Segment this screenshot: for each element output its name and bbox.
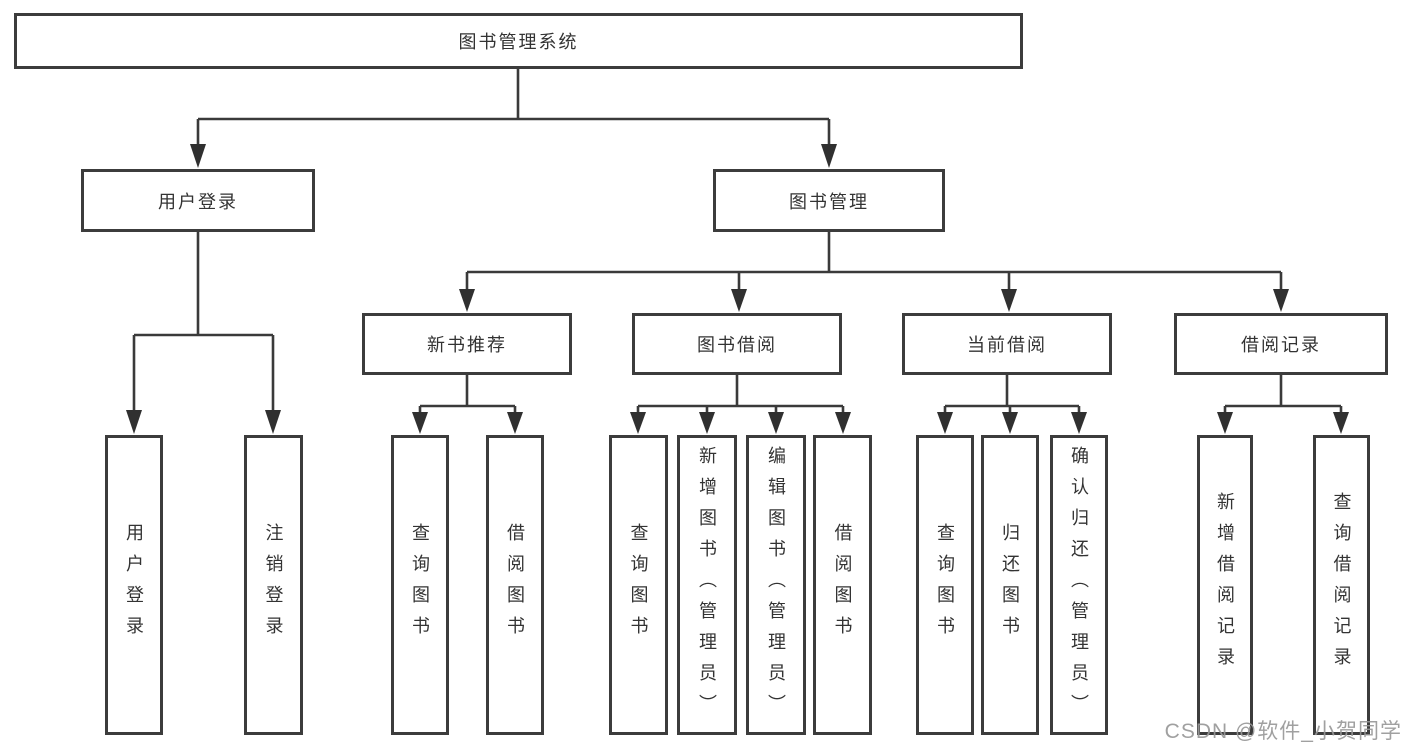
leaf-borrow-books: 借阅图书 (813, 435, 872, 735)
leaf-logout: 注销登录 (244, 435, 303, 735)
node-label: 图书管理 (789, 191, 869, 212)
arrowheads (126, 144, 1349, 434)
leaf-label: 查询图书 (935, 523, 955, 647)
leaf-label: 确认归还（管理员） (1069, 445, 1089, 725)
leaf-query-borrow-record: 查询借阅记录 (1313, 435, 1370, 735)
leaf-label: 查询图书 (628, 523, 649, 647)
leaf-return-books: 归还图书 (981, 435, 1039, 735)
node-label: 图书借阅 (697, 335, 777, 355)
leaf-label: 归还图书 (1000, 523, 1020, 647)
leaf-label: 新增图书（管理员） (697, 445, 717, 725)
leaf-label: 新增借阅记录 (1215, 492, 1235, 678)
node-label: 借阅记录 (1241, 335, 1321, 355)
node-label: 图书管理系统 (458, 32, 579, 52)
leaf-query-books: 查询图书 (916, 435, 974, 735)
node-new-book-recommend: 新书推荐 (362, 313, 572, 375)
node-library-system: 图书管理系统 (14, 13, 1023, 69)
node-book-borrowing: 图书借阅 (632, 313, 842, 375)
leaf-edit-books-admin: 编辑图书（管理员） (746, 435, 806, 735)
leaf-label: 借阅图书 (505, 523, 525, 647)
leaf-label: 借阅图书 (832, 523, 853, 647)
node-label: 新书推荐 (427, 335, 507, 355)
leaf-query-books: 查询图书 (391, 435, 449, 735)
leaf-add-borrow-record: 新增借阅记录 (1197, 435, 1253, 735)
node-label: 当前借阅 (967, 335, 1047, 355)
leaf-label: 用户登录 (124, 523, 144, 647)
leaf-borrow-books: 借阅图书 (486, 435, 544, 735)
leaf-query-books: 查询图书 (609, 435, 668, 735)
leaf-add-books-admin: 新增图书（管理员） (677, 435, 737, 735)
node-book-management: 图书管理 (713, 169, 945, 232)
node-current-borrowing: 当前借阅 (902, 313, 1112, 375)
node-label: 用户登录 (158, 191, 238, 212)
csdn-watermark: CSDN @软件_小贺同学 (1164, 720, 1402, 743)
leaf-label: 注销登录 (263, 523, 284, 647)
leaf-user-login: 用户登录 (105, 435, 163, 735)
leaf-label: 查询借阅记录 (1331, 492, 1352, 678)
node-borrowing-records: 借阅记录 (1174, 313, 1388, 375)
node-user-login: 用户登录 (81, 169, 315, 232)
leaf-label: 查询图书 (410, 523, 430, 647)
leaf-label: 编辑图书（管理员） (766, 445, 786, 725)
leaf-confirm-return-admin: 确认归还（管理员） (1050, 435, 1108, 735)
